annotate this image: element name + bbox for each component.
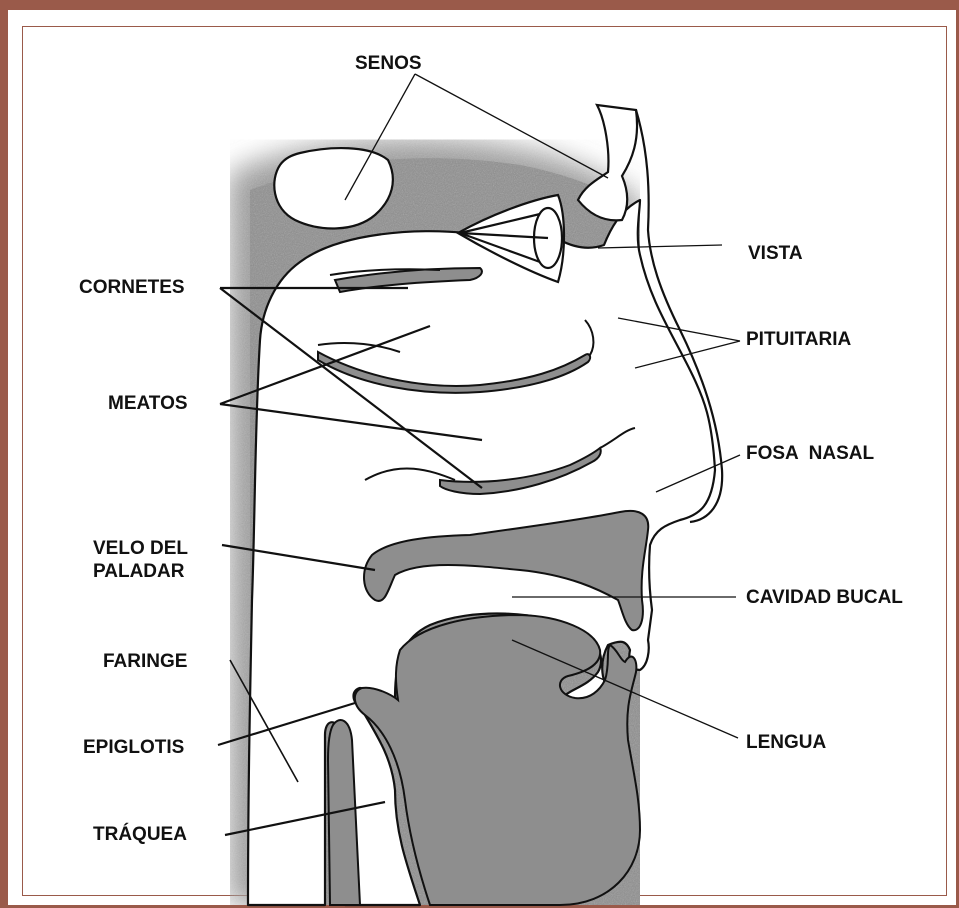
label-cavidad-bucal: CAVIDAD BUCAL — [746, 586, 903, 609]
label-faringe: FARINGE — [103, 650, 187, 673]
label-pituitaria: PITUITARIA — [746, 328, 851, 351]
label-traquea: TRÁQUEA — [93, 823, 187, 846]
label-fosa-nasal-text: FOSA NASAL — [746, 443, 874, 464]
label-fosa-nasal: FOSA NASAL — [746, 442, 874, 465]
label-velo-del-paladar: VELO DEL PALADAR — [93, 537, 188, 583]
label-meatos: MEATOS — [108, 392, 188, 415]
label-velo-line1: VELO DEL — [93, 537, 188, 560]
label-cornetes: CORNETES — [79, 276, 185, 299]
label-lengua: LENGUA — [746, 731, 826, 754]
label-vista: VISTA — [748, 242, 803, 265]
label-epiglotis: EPIGLOTIS — [83, 736, 184, 759]
label-velo-line2: PALADAR — [93, 560, 188, 583]
label-senos: SENOS — [355, 52, 422, 75]
